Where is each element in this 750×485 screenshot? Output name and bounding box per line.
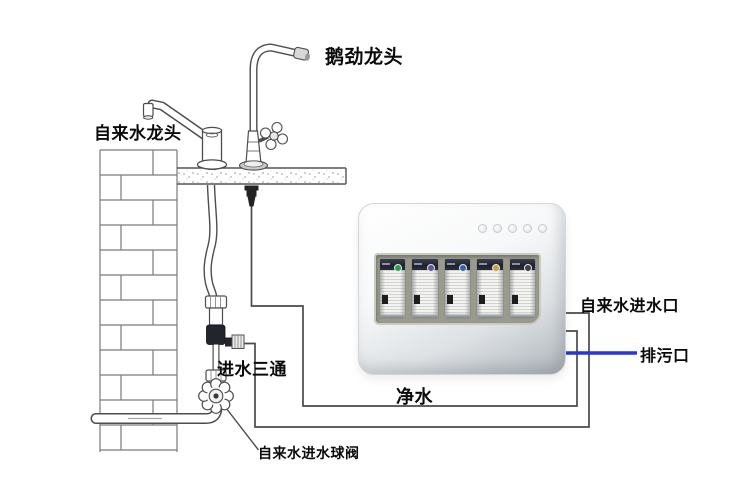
filter-cap — [477, 259, 503, 272]
tap-water-inlet-port-label: 自来水进水口 — [580, 298, 680, 315]
wall-supply-pipe — [90, 396, 223, 424]
indicator-button — [508, 224, 517, 233]
under-counter-connector — [244, 185, 259, 191]
tee-body — [206, 324, 226, 345]
filter-cap — [380, 259, 406, 272]
gooseneck-faucet-label: 鹅劲龙头 — [325, 47, 404, 68]
filter-window — [374, 253, 541, 325]
faucet-nozzle — [142, 102, 154, 118]
tee-top-nut — [204, 295, 228, 309]
indicator-button — [478, 224, 487, 233]
filter-cap — [509, 259, 536, 272]
purified-water-label: 净水 — [396, 387, 433, 407]
cross-handle — [259, 121, 289, 151]
water-purifier-unit — [358, 203, 566, 375]
countertop — [177, 167, 347, 185]
ball-valve — [198, 378, 234, 414]
control-buttons — [478, 224, 547, 233]
filter-label-patch — [446, 295, 453, 304]
purified-water-tube — [250, 206, 578, 407]
inlet-tee-assembly — [204, 295, 245, 382]
gooseneck-faucet — [238, 43, 310, 207]
filter-badge — [394, 264, 403, 272]
filter-cartridge — [379, 258, 407, 319]
indicator-button — [523, 224, 532, 233]
filter-badge — [426, 264, 435, 272]
gooseneck-body — [245, 130, 262, 165]
filter-cartridge — [443, 258, 472, 319]
indicator-button — [538, 224, 547, 233]
filter-cartridge — [508, 258, 537, 319]
brick-wall — [99, 149, 178, 452]
filter-label-patch — [414, 295, 421, 304]
filter-badge — [524, 264, 533, 272]
filter-badge — [491, 264, 500, 272]
filter-cartridge — [411, 258, 439, 319]
filter-label-patch — [511, 295, 518, 304]
filter-cap — [444, 259, 471, 272]
faucet-body — [201, 129, 223, 165]
inlet-tee-label: 进水三通 — [217, 360, 287, 379]
countertop-speckle — [178, 170, 345, 183]
filter-label-patch — [382, 295, 388, 304]
filter-cap — [412, 259, 438, 272]
filter-cartridge — [476, 258, 504, 319]
inlet-ball-valve-label: 自来水进水球阀 — [258, 445, 360, 461]
drain-port-label: 排污口 — [640, 348, 690, 365]
tap-water-faucet-label: 自来水龙头 — [94, 124, 182, 143]
under-counter-pipe — [203, 184, 218, 297]
tap-water-faucet — [142, 99, 228, 170]
filter-badge — [459, 264, 468, 272]
filter-label-patch — [479, 295, 486, 304]
indicator-button — [493, 224, 502, 233]
tap-water-inlet-tube — [244, 312, 590, 428]
